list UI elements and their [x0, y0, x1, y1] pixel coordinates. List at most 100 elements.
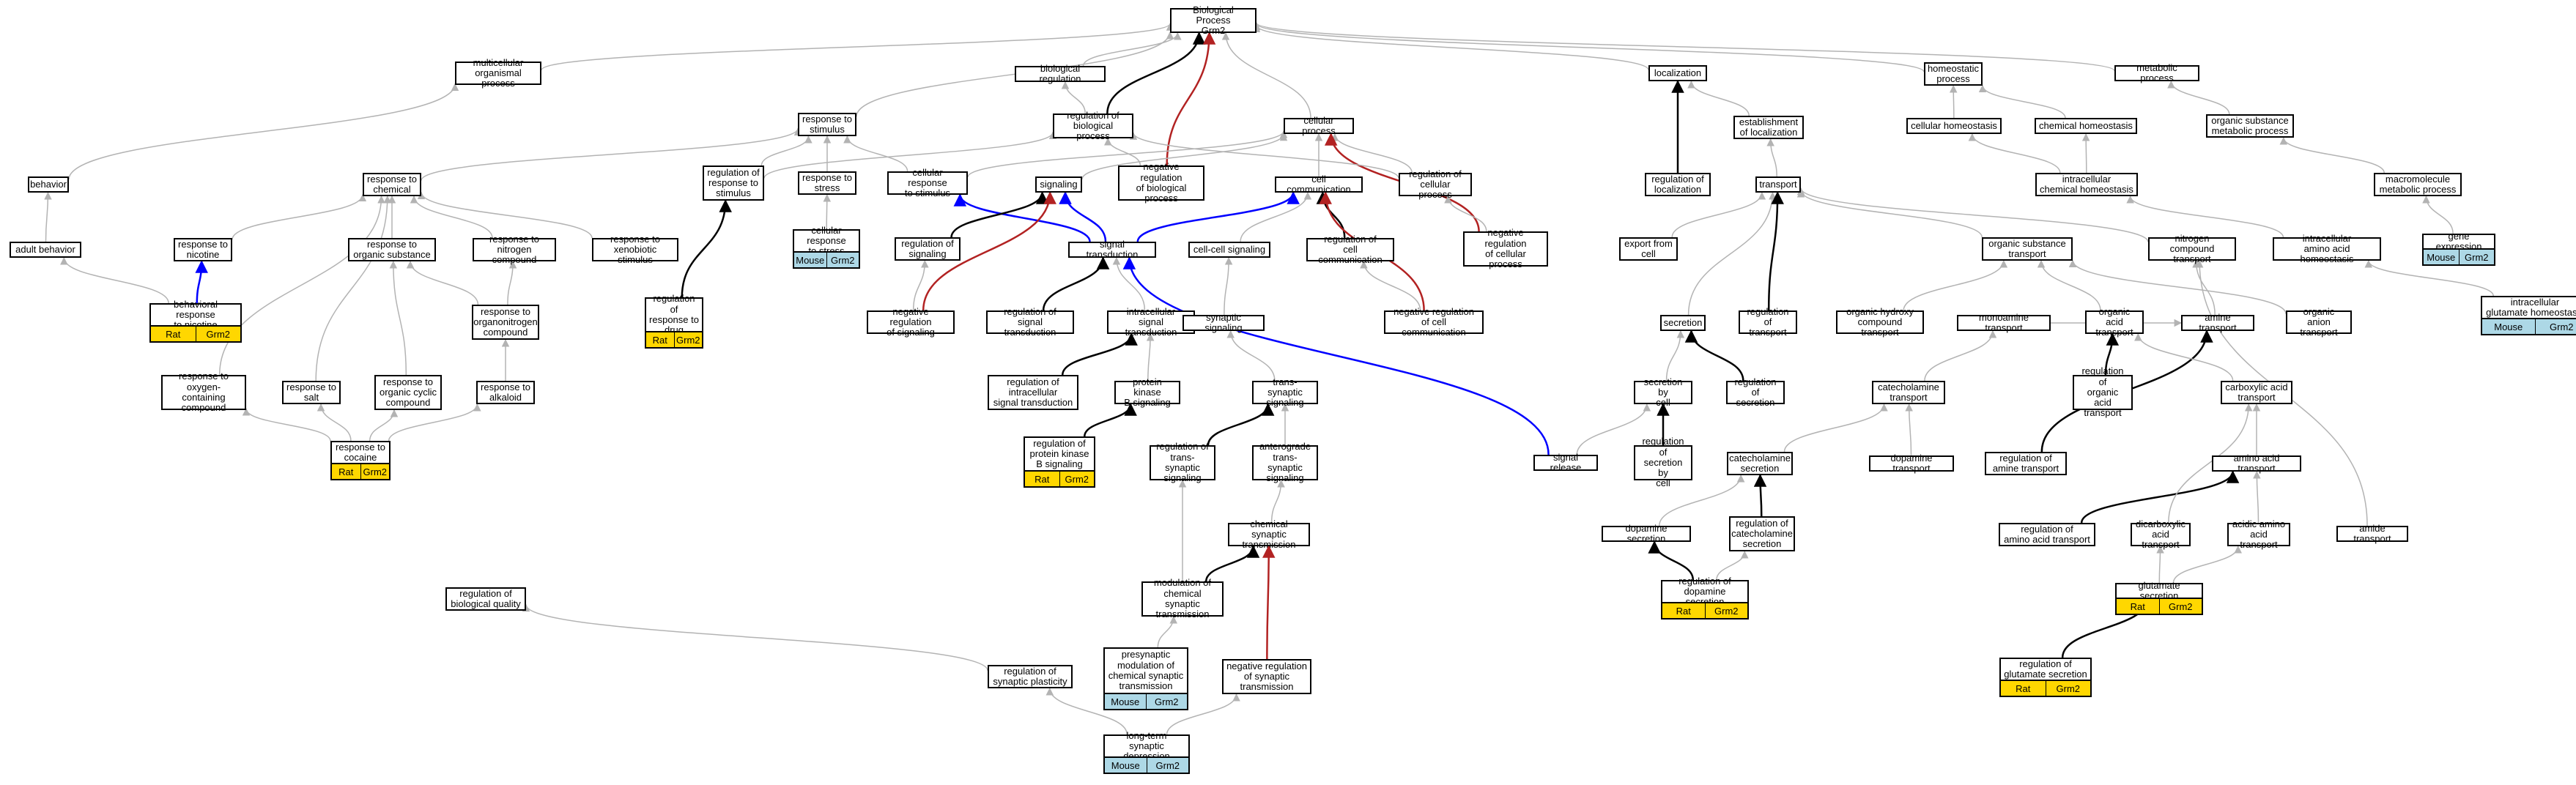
go-term-catechol-sec[interactable]: catecholamine secretion	[1727, 452, 1793, 475]
go-term-reg-loc[interactable]: regulation of localization	[1645, 173, 1711, 196]
go-term-beh-resp-nicotine[interactable]: behavioral response to nicotine	[149, 299, 242, 330]
go-term-aa-trans[interactable]: amino acid transport	[2212, 453, 2301, 474]
go-term-resp-org-cyclic[interactable]: response to organic cyclic compound	[374, 375, 442, 410]
go-term-resp-org-sub[interactable]: response to organic substance	[348, 238, 436, 261]
go-term-intra-sig-trans[interactable]: intracellular signal transduction	[1107, 306, 1195, 338]
go-term-glu-sec[interactable]: glutamate secretion	[2115, 580, 2203, 601]
edge-neg_reg_cell_comm-to-reg_cell_comm	[1360, 260, 1421, 311]
go-term-reg-cell-comm[interactable]: regulation of cell communication	[1306, 234, 1394, 265]
go-term-reg-transport[interactable]: regulation of transport	[1739, 306, 1797, 338]
go-term-resp-salt[interactable]: response to salt	[282, 381, 341, 404]
go-term-neg-reg-bio[interactable]: negative regulation of biological proces…	[1118, 162, 1204, 204]
go-term-dopamine-trans[interactable]: dopamine transport	[1869, 453, 1954, 474]
go-term-amide-trans[interactable]: amide transport	[2336, 523, 2408, 544]
go-term-org-sub-met[interactable]: organic substance metabolic process	[2206, 114, 2294, 138]
go-term-reg-sig-trans[interactable]: regulation of signal transduction	[986, 306, 1074, 338]
go-term-bioreg[interactable]: biological regulation	[1015, 63, 1106, 84]
go-term-signaling[interactable]: signaling	[1035, 176, 1082, 193]
go-term-pkb[interactable]: protein kinase B signaling	[1114, 376, 1180, 408]
go-term-cell-resp-stim[interactable]: cellular response to stimulus	[887, 167, 968, 198]
go-term-org-sub-trans[interactable]: organic substance transport	[1982, 237, 2073, 261]
go-term-chem-syn[interactable]: chemical synaptic transmission	[1228, 518, 1310, 550]
go-term-ltd[interactable]: long-term synaptic depression	[1103, 730, 1190, 762]
go-term-resp-nicotine[interactable]: response to nicotine	[174, 238, 232, 261]
go-term-reg-glu-sec[interactable]: regulation of glutamate secretion	[1999, 658, 2092, 681]
go-term-reg-aa-trans[interactable]: regulation of amino acid transport	[1999, 523, 2095, 546]
go-term-intra-chem-homeo[interactable]: intracellular chemical homeostasis	[2035, 173, 2138, 196]
go-term-org-anion[interactable]: organic anion transport	[2286, 306, 2352, 338]
go-term-cell-homeo[interactable]: cellular homeostasis	[1906, 118, 2002, 134]
go-term-org-acid[interactable]: organic acid transport	[2085, 306, 2144, 338]
go-term-reg-bio-quality[interactable]: regulation of biological quality	[445, 587, 526, 611]
go-term-reg-org-acid[interactable]: regulation of organic acid transport	[2073, 366, 2133, 418]
go-term-gene-expr[interactable]: gene expression	[2422, 231, 2495, 252]
go-term-cell-proc[interactable]: cellular process	[1284, 115, 1354, 136]
go-term-reg-cell-proc[interactable]: regulation of cellular process	[1399, 168, 1472, 200]
go-term-cell-comm[interactable]: cell communication	[1275, 174, 1363, 195]
edge-sig_trans-to-cell_resp_stim	[953, 193, 1091, 242]
go-term-resp-xeno[interactable]: response to xenobiotic stimulus	[592, 234, 678, 265]
go-term-reg-amine[interactable]: regulation of amine transport	[1985, 452, 2067, 475]
go-term-monoamine[interactable]: monoamine transport	[1957, 312, 2051, 333]
go-term-intra-aa-homeo[interactable]: intracellular amino acid homeostasis	[2273, 233, 2381, 264]
go-term-resp-cocaine[interactable]: response to cocaine	[330, 441, 391, 464]
go-term-neg-reg-signaling[interactable]: negative regulation of signaling	[867, 306, 955, 338]
go-term-org-hydroxy[interactable]: organic hydroxy compound transport	[1836, 306, 1924, 338]
go-term-transport[interactable]: transport	[1755, 176, 1801, 193]
go-term-reg-syn-plast[interactable]: regulation of synaptic plasticity	[988, 665, 1073, 688]
go-term-chem-homeo[interactable]: chemical homeostasis	[2035, 118, 2137, 134]
edge-secretion-to-transport	[1687, 191, 1777, 316]
go-term-carboxylic[interactable]: carboxylic acid transport	[2221, 381, 2292, 404]
go-term-bp[interactable]: Biological Process Grm2	[1170, 4, 1256, 36]
go-term-dicarboxylic[interactable]: dicarboxylic acid transport	[2131, 518, 2191, 550]
go-term-signal-release[interactable]: signal release	[1533, 452, 1598, 473]
go-term-reg-catechol-sec[interactable]: regulation of catecholamine secretion	[1729, 516, 1795, 551]
go-term-synaptic-sig[interactable]: synaptic signaling	[1182, 312, 1265, 333]
go-term-trans-syn[interactable]: trans-synaptic signaling	[1252, 376, 1318, 408]
go-term-reg-pkb[interactable]: regulation of protein kinase B signaling	[1024, 436, 1095, 472]
go-term-macromol[interactable]: macromolecule metabolic process	[2374, 173, 2462, 196]
go-term-neg-reg-cell-proc[interactable]: negative regulation of cellular process	[1463, 228, 1548, 269]
go-term-resp-alkaloid[interactable]: response to alkaloid	[476, 381, 535, 404]
go-term-presyn-mod[interactable]: presynaptic modulation of chemical synap…	[1103, 647, 1188, 694]
go-term-reg-bio[interactable]: regulation of biological process	[1053, 110, 1133, 141]
go-term-intra-glu-homeo[interactable]: intracellular glutamate homeostasis	[2481, 296, 2576, 319]
go-term-sig-trans[interactable]: signal transduction	[1068, 239, 1156, 260]
go-term-multicell[interactable]: multicellular organismal process	[455, 57, 541, 89]
go-term-neg-reg-cell-comm[interactable]: negative regulation of cell communicatio…	[1384, 306, 1484, 338]
go-term-resp-chem[interactable]: response to chemical	[363, 173, 421, 196]
go-term-secretion[interactable]: secretion	[1660, 315, 1706, 331]
go-term-reg-sec-by-cell[interactable]: regulation of secretion by cell	[1634, 436, 1692, 488]
go-term-acidic-aa[interactable]: acidic amino acid transport	[2227, 518, 2290, 550]
go-term-neg-reg-syn[interactable]: negative regulation of synaptic transmis…	[1222, 659, 1311, 694]
go-term-export-cell[interactable]: export from cell	[1619, 237, 1678, 261]
go-term-reg-dopamine-sec[interactable]: regulation of dopamine secretion	[1661, 576, 1749, 607]
go-term-catechol-trans[interactable]: catecholamine transport	[1872, 381, 1945, 404]
go-term-resp-oxy[interactable]: response to oxygen-containing compound	[161, 371, 246, 413]
go-term-reg-resp-stim[interactable]: regulation of response to stimulus	[703, 165, 764, 201]
go-term-reg-trans-syn[interactable]: regulation of trans-synaptic signaling	[1150, 442, 1215, 483]
go-term-homeostatic[interactable]: homeostatic process	[1924, 62, 1983, 86]
go-term-estab-loc[interactable]: establishment of localization	[1733, 116, 1804, 139]
go-term-cell-resp-stress[interactable]: cellular response to stress	[793, 225, 860, 256]
go-term-adult-behavior[interactable]: adult behavior	[10, 242, 81, 258]
go-term-amine-trans[interactable]: amine transport	[2181, 312, 2254, 333]
go-term-dopamine-sec[interactable]: dopamine secretion	[1602, 523, 1691, 544]
go-term-reg-signaling[interactable]: regulation of signaling	[895, 237, 961, 261]
go-term-cell-cell-sig[interactable]: cell-cell signaling	[1188, 242, 1270, 258]
go-term-sec-by-cell[interactable]: secretion by cell	[1634, 376, 1692, 408]
go-term-metabolic[interactable]: metabolic process	[2114, 62, 2199, 83]
go-term-reg-intra-sig[interactable]: regulation of intracellular signal trans…	[988, 375, 1078, 410]
go-term-resp-stim[interactable]: response to stimulus	[798, 113, 856, 136]
go-term-behavior[interactable]: behavior	[28, 176, 69, 193]
go-term-resp-stress[interactable]: response to stress	[798, 171, 856, 195]
go-term-nitrogen-trans[interactable]: nitrogen compound transport	[2148, 233, 2236, 264]
go-term-resp-nitrogen[interactable]: response to nitrogen compound	[473, 234, 556, 265]
go-term-reg-secretion[interactable]: regulation of secretion	[1726, 376, 1785, 408]
go-term-reg-resp-drug[interactable]: regulation of response to drug	[645, 294, 703, 335]
go-term-resp-organonitrogen[interactable]: response to organonitrogen compound	[472, 305, 539, 340]
go-term-localization[interactable]: localization	[1648, 65, 1707, 81]
go-term-mod-chem-syn[interactable]: modulation of chemical synaptic transmis…	[1141, 578, 1224, 620]
go-term-anterograde[interactable]: anterograde trans-synaptic signaling	[1252, 442, 1318, 483]
annotation-species: Rat	[1662, 603, 1706, 618]
